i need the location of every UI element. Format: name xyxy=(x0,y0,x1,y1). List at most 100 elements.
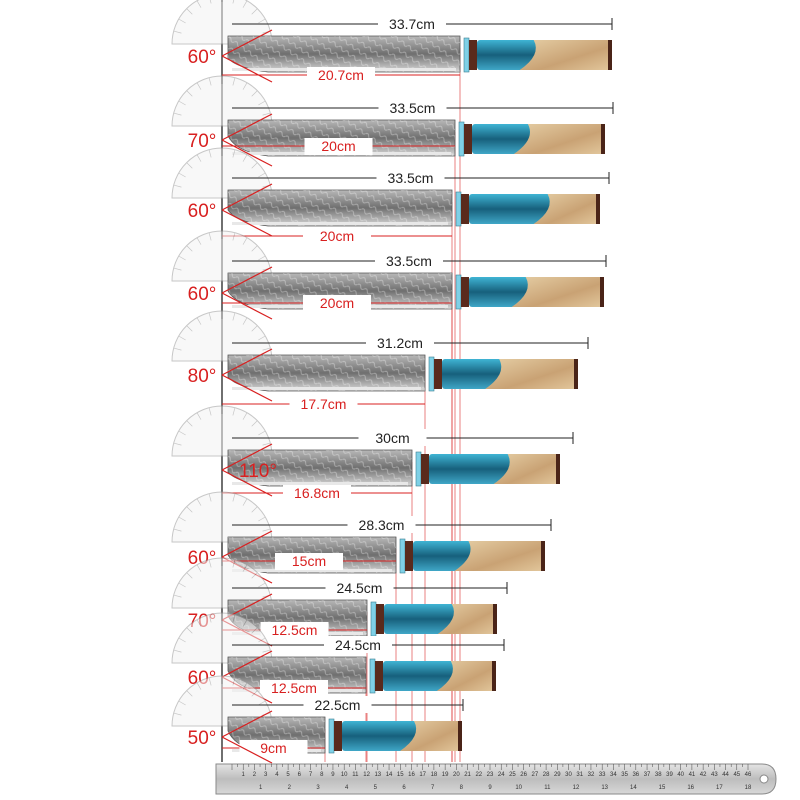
ruler-number-top: 15 xyxy=(397,772,404,778)
total-length-label-bg xyxy=(347,516,416,533)
blade-edge xyxy=(232,222,448,225)
angle-label: 70° xyxy=(188,131,217,152)
blade-length-label: 9cm xyxy=(260,740,286,756)
ruler-number-bottom: 14 xyxy=(630,785,637,791)
ruler-number-top: 19 xyxy=(442,772,449,778)
angle-line-upper xyxy=(221,530,273,558)
protractor-tick xyxy=(178,172,186,178)
total-length-label: 24.5cm xyxy=(337,580,383,596)
angle-label: 80° xyxy=(188,366,217,387)
protractor-tick xyxy=(209,0,212,4)
wood-handle-section xyxy=(454,541,544,571)
total-length-label-bg xyxy=(325,579,394,596)
protractor-tick xyxy=(242,564,248,572)
protractor-tick xyxy=(178,637,186,643)
protractor-tick xyxy=(178,582,186,588)
protractor-tick xyxy=(242,619,248,627)
protractor-tick xyxy=(173,442,182,446)
ruler-number-bottom: 4 xyxy=(345,785,349,791)
angle-line-lower xyxy=(221,55,273,83)
total-length-label-bg xyxy=(366,334,434,351)
protractor-tick xyxy=(232,407,236,416)
handle-end-cap xyxy=(596,194,600,224)
protractor-tick xyxy=(186,420,193,427)
protractor-tick xyxy=(251,690,258,697)
ruler-number-top: 23 xyxy=(487,772,494,778)
protractor-tick xyxy=(242,682,248,690)
blade-length-label-bg xyxy=(239,740,308,757)
handle-bolster xyxy=(469,40,477,70)
handle-end-cap xyxy=(574,359,578,389)
angle-line-lower xyxy=(221,139,273,167)
angle-label: 50° xyxy=(188,728,217,749)
protractor-tick xyxy=(208,559,212,568)
ruler-number-top: 45 xyxy=(733,772,740,778)
handle-end-cap xyxy=(541,541,545,571)
ruler-number-top: 41 xyxy=(689,772,696,778)
blade-length-label-bg xyxy=(260,622,329,639)
protractor-tick xyxy=(208,407,212,416)
ruler-number-bottom: 18 xyxy=(745,785,752,791)
wood-handle-section xyxy=(437,604,496,634)
wood-handle-section xyxy=(436,661,495,691)
ruler-number-top: 2 xyxy=(253,772,257,778)
protractor-tick xyxy=(173,267,182,271)
ruler-body xyxy=(215,763,777,795)
handle-bolster xyxy=(376,604,384,634)
handle-end-cap xyxy=(556,454,560,484)
ruler-number-top: 22 xyxy=(475,772,482,778)
angle-line-lower xyxy=(221,209,273,237)
ruler-number-bottom: 5 xyxy=(374,785,378,791)
protractor-tick xyxy=(232,559,236,568)
protractor-tick xyxy=(242,317,248,325)
protractor-tick xyxy=(251,627,258,634)
protractor-tick xyxy=(258,516,266,522)
protractor-tick xyxy=(186,162,193,169)
protractor-tick xyxy=(208,77,212,86)
protractor xyxy=(171,612,273,664)
ruler-number-top: 17 xyxy=(419,772,426,778)
protractor-tick xyxy=(242,237,248,245)
total-length-label-bg xyxy=(375,252,443,269)
ruler-number-top: 40 xyxy=(677,772,684,778)
handle-bolster xyxy=(421,454,429,484)
protractor-tick xyxy=(251,325,258,332)
handle-bolster xyxy=(405,541,413,571)
total-length-label: 30cm xyxy=(375,430,409,446)
handle-spacer xyxy=(463,37,470,73)
knife-list: 33.7cm20.7cm60°33.5cm20cm70°33.5cm20cm60… xyxy=(171,0,614,764)
blade-length-label-bg xyxy=(283,485,351,502)
ruler-number-bottom: 9 xyxy=(488,785,492,791)
protractor-tick xyxy=(208,232,212,241)
protractor-tick xyxy=(173,649,182,653)
angle-label: 60° xyxy=(188,47,217,68)
ruler-number-top: 31 xyxy=(576,772,583,778)
protractor-tick xyxy=(242,82,248,90)
ruler-number-bottom: 13 xyxy=(601,785,608,791)
protractor-tick xyxy=(186,690,193,697)
ruler-number-top: 20 xyxy=(453,772,460,778)
protractor-tick xyxy=(232,614,236,623)
handle-spacer xyxy=(328,718,335,754)
blade-length-label-bg xyxy=(260,680,328,697)
handle-spacer xyxy=(399,538,406,574)
protractor-tick xyxy=(173,112,182,116)
protractor-tick xyxy=(178,18,186,24)
blade-edge xyxy=(232,387,421,390)
blade-length-label: 17.7cm xyxy=(301,396,347,412)
handle-end-cap xyxy=(458,721,462,751)
protractor-tick xyxy=(258,172,266,178)
protractor-tick xyxy=(178,430,186,436)
wood-handle-section xyxy=(493,454,559,484)
protractor-tick xyxy=(186,572,193,579)
angle-line-upper xyxy=(221,113,273,141)
ruler-hang-hole xyxy=(759,774,769,784)
ruler-number-top: 46 xyxy=(745,772,752,778)
blade-length-label-bg xyxy=(275,553,343,570)
protractor-tick xyxy=(196,154,202,162)
blade-length-label-bg xyxy=(303,228,371,245)
wood-handle-section xyxy=(533,194,599,224)
